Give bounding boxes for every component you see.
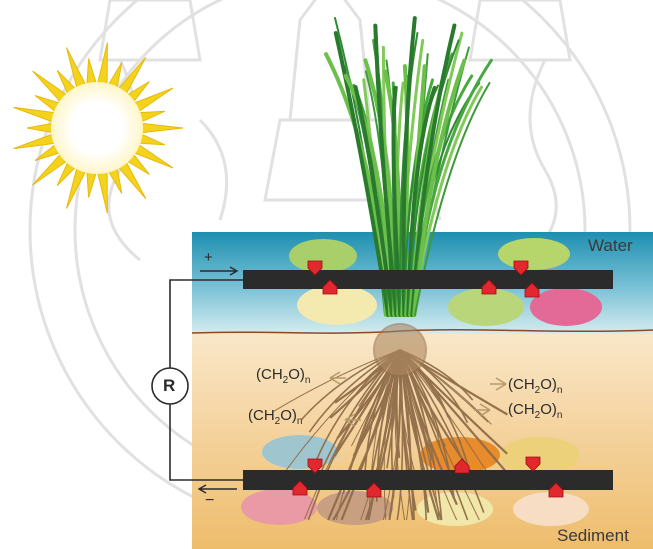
carbohydrate-label: (CH2O)n	[248, 407, 302, 427]
water-label: Water	[588, 236, 633, 256]
sun-ray	[14, 134, 56, 149]
plus-sign: +	[204, 249, 213, 266]
carbohydrate-label: (CH2O)n	[508, 376, 562, 396]
sun-icon	[14, 43, 184, 214]
sediment-label: Sediment	[557, 526, 629, 546]
cathode-electrode	[243, 270, 613, 289]
carbohydrate-label: (CH2O)n	[256, 366, 310, 386]
sun-ray	[141, 123, 183, 133]
sun-ray	[87, 59, 97, 86]
root-crown	[374, 324, 426, 376]
sun-ray	[87, 171, 97, 198]
resistor-label: R	[163, 376, 175, 396]
sun-ray	[14, 107, 56, 122]
minus-sign: −	[205, 492, 214, 510]
carbohydrate-label: (CH2O)n	[508, 401, 562, 421]
sun-ray	[27, 123, 53, 133]
sun-ray	[98, 171, 108, 214]
